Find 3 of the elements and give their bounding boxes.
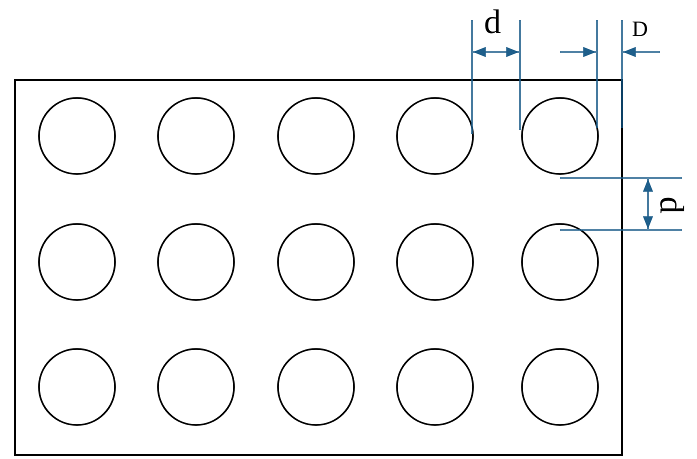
dimension-label: d (654, 196, 688, 214)
dimension-label: D (632, 18, 648, 40)
dimension-label: d (484, 6, 501, 40)
